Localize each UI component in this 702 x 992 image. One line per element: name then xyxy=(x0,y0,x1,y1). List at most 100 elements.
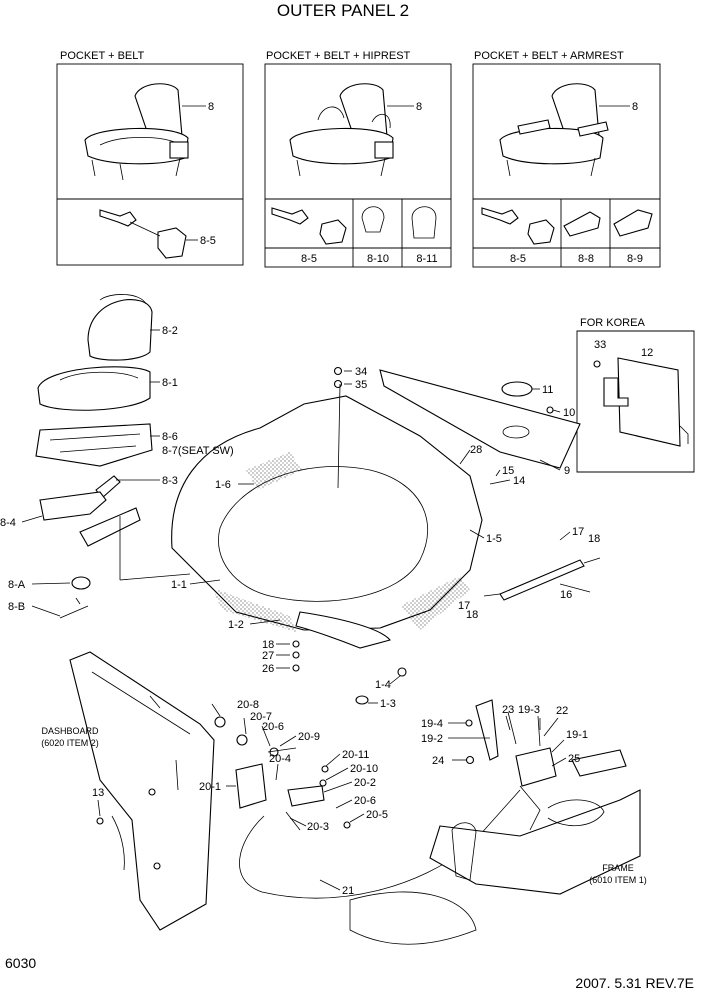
option-heading: POCKET + BELT + ARMREST xyxy=(474,50,624,62)
top-plate xyxy=(379,369,581,469)
callout: 33 xyxy=(594,339,606,351)
option-box-1: POCKET + BELT 8 8-5 xyxy=(56,50,244,266)
callout: 8-7(SEAT SW) xyxy=(162,445,234,457)
callout: 8-5 xyxy=(200,235,216,247)
callout: 8-11 xyxy=(416,253,437,265)
svg-text:DASHBOARD: DASHBOARD xyxy=(41,726,99,736)
slide-rail xyxy=(79,507,141,547)
callout: 1-4 xyxy=(375,679,391,691)
backrest xyxy=(87,299,153,361)
callout: 20-3 xyxy=(307,821,329,833)
callout: 18 xyxy=(262,639,274,651)
callout: 20-6 xyxy=(262,721,284,733)
callout: 26 xyxy=(262,663,274,675)
callout: 24 xyxy=(432,755,444,767)
page-number: 6030 xyxy=(5,955,36,971)
callout: 8-5 xyxy=(510,253,526,265)
svg-text:FRAME: FRAME xyxy=(602,863,634,873)
callout: 13 xyxy=(92,787,104,799)
callout: 20-10 xyxy=(350,763,378,775)
seat-assembly xyxy=(289,83,394,177)
callout: 17 xyxy=(458,600,470,612)
callout: 20-7 xyxy=(250,711,272,723)
korea-heading: FOR KOREA xyxy=(580,317,645,329)
callout: 19-2 xyxy=(421,733,443,745)
revision-stamp: 2007. 5.31 REV.7E xyxy=(575,975,694,991)
machine-frame xyxy=(349,749,641,945)
callout: 18 xyxy=(588,533,600,545)
callout: 35 xyxy=(355,379,367,391)
callout: 20-4 xyxy=(269,753,291,765)
callout: 19-3 xyxy=(518,704,540,716)
callout: 8-6 xyxy=(162,431,178,443)
callout: 20-6 xyxy=(354,795,376,807)
svg-text:(6010 ITEM 1): (6010 ITEM 1) xyxy=(589,875,647,885)
callout: 1-1 xyxy=(171,579,187,591)
callout: 16 xyxy=(560,589,572,601)
callout: 8 xyxy=(416,101,422,113)
option-heading: POCKET + BELT xyxy=(60,50,145,62)
callout: 1-3 xyxy=(380,698,396,710)
lever-assembly xyxy=(465,699,557,831)
callout: 1-5 xyxy=(486,533,502,545)
damper xyxy=(499,559,585,601)
seat-assembly xyxy=(84,83,189,181)
dashboard-note: DASHBOARD (6020 ITEM 2) xyxy=(41,726,99,748)
callout: 17 xyxy=(572,526,584,538)
seat-exploded xyxy=(35,294,191,619)
callout: 19-4 xyxy=(421,718,443,730)
option-box-2: POCKET + BELT + HIPREST 8 8-5 8-10 8-11 xyxy=(264,50,452,268)
callout: 8-8 xyxy=(578,253,594,265)
callout: 14 xyxy=(513,475,525,487)
callout: 8-3 xyxy=(162,475,178,487)
callout: 8-2 xyxy=(162,325,178,337)
slide-rail xyxy=(39,491,107,521)
callout: 8-5 xyxy=(301,253,317,265)
callout: 34 xyxy=(355,366,367,378)
dashboard-frame xyxy=(69,651,215,931)
frame-note: FRAME (6010 ITEM 1) xyxy=(589,863,647,885)
svg-text:(6020 ITEM 2): (6020 ITEM 2) xyxy=(41,738,99,748)
callout: 20-1 xyxy=(199,781,221,793)
leader-lines xyxy=(21,329,591,891)
callout: 8-4 xyxy=(0,517,16,529)
callout: 1-6 xyxy=(215,479,231,491)
seat-frame xyxy=(35,423,153,467)
callout: 8-9 xyxy=(627,253,643,265)
callout: 8-10 xyxy=(367,253,389,265)
callout: 25 xyxy=(568,753,580,765)
callout: 9 xyxy=(564,465,570,477)
cushion xyxy=(37,366,151,411)
callout: 18 xyxy=(466,609,478,621)
callout: 12 xyxy=(641,347,653,359)
outer-panel xyxy=(171,366,601,705)
callout: 19-1 xyxy=(566,729,588,741)
callout: 11 xyxy=(542,384,553,396)
callout: 1-2 xyxy=(228,619,244,631)
seat-belt xyxy=(99,209,187,259)
callout: 8-A xyxy=(8,579,26,591)
callout: 10 xyxy=(563,407,575,419)
callout: 22 xyxy=(556,705,568,717)
callout: 15 xyxy=(502,465,514,477)
pedal-assembly xyxy=(96,716,521,899)
callout: 20-11 xyxy=(342,749,369,761)
callout: 8-B xyxy=(8,601,25,613)
callout: 8 xyxy=(632,101,638,113)
callout: 8 xyxy=(208,101,214,113)
seat-assembly xyxy=(499,83,609,177)
callout: 20-2 xyxy=(354,777,376,789)
callout: 27 xyxy=(262,650,274,662)
callout: 28 xyxy=(470,444,482,456)
callout: 20-9 xyxy=(298,731,320,743)
callout: 20-8 xyxy=(237,699,259,711)
callouts: 8-2 8-1 8-6 8-7(SEAT SW) 8-3 8-4 8-A 8-B… xyxy=(0,325,600,897)
page-title: OUTER PANEL 2 xyxy=(277,1,409,20)
callout: 8-1 xyxy=(162,377,178,389)
option-heading: POCKET + BELT + HIPREST xyxy=(266,50,411,62)
korea-box: FOR KOREA 33 12 xyxy=(576,317,695,473)
callout: 20-5 xyxy=(366,809,388,821)
callout: 21 xyxy=(342,885,354,897)
callout: 23 xyxy=(502,704,514,716)
